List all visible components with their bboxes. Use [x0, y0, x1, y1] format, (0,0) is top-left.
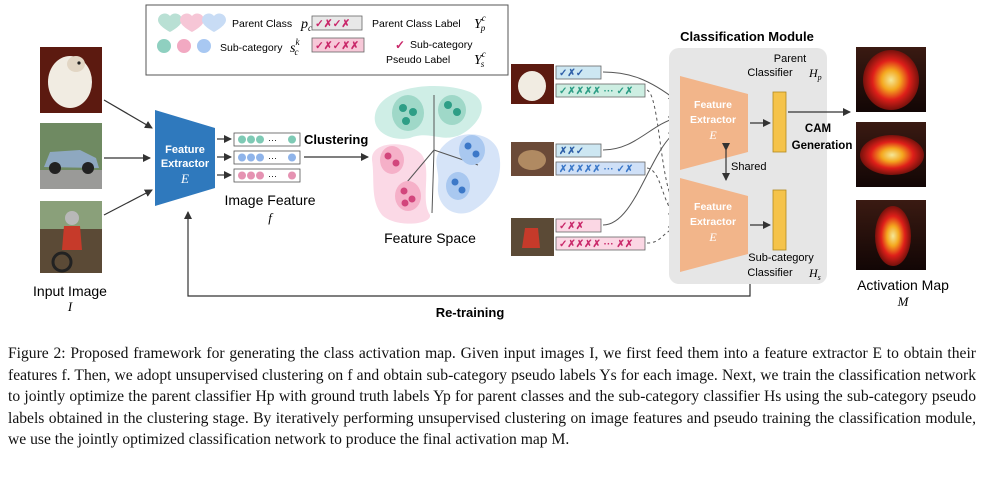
- svg-text:✗✗✗✗✗ ··· ✓✗: ✗✗✗✗✗ ··· ✓✗: [559, 164, 633, 175]
- feature-extractor-top: Feature Extractor E: [680, 76, 748, 170]
- legend-sub-vector: ✓✗✓✗✗: [311, 37, 365, 53]
- svg-text:···: ···: [268, 171, 277, 181]
- parent-classifier-sym: Hp: [808, 66, 822, 82]
- shared-indicator: Shared: [722, 143, 766, 181]
- legend-parent-vector: ✓✗✓✗: [311, 15, 363, 31]
- activation-map-moto: [856, 200, 926, 270]
- legend-parent-class: Parent Class: [232, 18, 292, 30]
- arrow-moto-to-extractor: [103, 189, 153, 216]
- input-image-label: Input Image: [33, 283, 107, 299]
- svg-text:···: ···: [268, 153, 277, 163]
- legend-parent-class-sym: pc: [300, 17, 312, 33]
- activation-map-dog: [856, 47, 926, 112]
- retraining-label: Re-training: [436, 305, 505, 320]
- image-feature-label: Image Feature: [224, 192, 315, 208]
- parent-classifier: [772, 91, 787, 153]
- legend-parent-label: Parent Class Label: [372, 18, 461, 30]
- retraining-loop-arrow: [184, 211, 751, 297]
- activation-map-car: [856, 122, 926, 187]
- figure-caption: Figure 2: Proposed framework for generat…: [8, 345, 976, 448]
- cam-label-2: Generation: [792, 140, 853, 152]
- feature-space: [371, 85, 501, 224]
- image-feature-sym: f: [268, 210, 274, 225]
- parent-class-swatches: [158, 13, 226, 32]
- svg-text:Extractor: Extractor: [690, 114, 736, 126]
- sub-classifier-sym: Hs: [808, 266, 821, 282]
- input-image-motocross: [40, 201, 102, 273]
- activation-map-label: Activation Map: [857, 277, 949, 293]
- input-image-car: [40, 123, 102, 189]
- svg-text:Shared: Shared: [731, 161, 766, 173]
- parent-classifier-label-2: Classifier: [747, 67, 793, 79]
- svg-text:✓✗✗✗✗ ··· ✗✗: ✓✗✗✗✗ ··· ✗✗: [559, 239, 633, 250]
- svg-text:✓✗✗: ✓✗✗: [559, 221, 584, 232]
- clustering-label: Clustering: [304, 132, 368, 147]
- sub-category-classifier: [772, 189, 787, 251]
- svg-text:✓✗✓: ✓✗✓: [559, 68, 584, 79]
- sub-category-swatches: [157, 39, 211, 53]
- svg-text:E: E: [180, 171, 189, 186]
- feature-vector-1: ···: [233, 132, 301, 147]
- svg-text:Feature: Feature: [165, 144, 205, 156]
- legend-pseudo-label-1: Sub-category: [410, 39, 473, 51]
- legend-check: ✓: [395, 38, 405, 52]
- legend-pseudo-label-2: Pseudo Label: [386, 54, 450, 66]
- labelled-image-dog: [511, 64, 554, 104]
- svg-text:Feature: Feature: [694, 201, 732, 213]
- svg-text:✓✗✓✗: ✓✗✓✗: [315, 18, 350, 30]
- input-image-sym: I: [67, 299, 73, 314]
- input-image-dog: [40, 47, 102, 113]
- sub-classifier-label-1: Sub-category: [748, 252, 814, 264]
- svg-text:✓✗✓✗✗: ✓✗✓✗✗: [315, 40, 359, 52]
- feature-vectors: ··· ··· ···: [217, 132, 301, 183]
- cam-label-1: CAM: [805, 123, 831, 135]
- activation-map-sym: M: [897, 294, 910, 309]
- label-to-classifier-links: [602, 71, 677, 244]
- sub-classifier-label-2: Classifier: [747, 267, 793, 279]
- feature-extractor-main: Feature Extractor E: [155, 110, 215, 206]
- svg-text:✗✗✓: ✗✗✓: [559, 146, 584, 157]
- labelled-image-moto: [511, 218, 554, 256]
- feature-vector-3: ···: [233, 168, 301, 183]
- label-row-1: ✓✗✓ ✓✗✗✗✗ ··· ✓✗: [555, 65, 646, 98]
- feature-extractor-bottom: Feature Extractor E: [680, 178, 748, 272]
- classification-module-title: Classification Module: [680, 29, 814, 44]
- svg-text:Extractor: Extractor: [161, 158, 210, 170]
- feature-space-label: Feature Space: [384, 230, 476, 246]
- parent-classifier-label-1: Parent: [774, 53, 806, 65]
- legend-sub-category: Sub-category: [220, 42, 283, 54]
- label-row-2: ✗✗✓ ✗✗✗✗✗ ··· ✓✗: [555, 143, 646, 176]
- svg-text:✓✗✗✗✗ ··· ✓✗: ✓✗✗✗✗ ··· ✓✗: [559, 86, 633, 97]
- svg-text:Extractor: Extractor: [690, 216, 736, 228]
- svg-text:···: ···: [268, 135, 277, 145]
- labelled-image-cat: [511, 142, 554, 176]
- svg-text:E: E: [708, 230, 717, 244]
- feature-vector-2: ···: [233, 150, 301, 165]
- svg-text:E: E: [708, 128, 717, 142]
- svg-text:Feature: Feature: [694, 99, 732, 111]
- arrow-dog-to-extractor: [103, 99, 153, 129]
- label-row-3: ✓✗✗ ✓✗✗✗✗ ··· ✗✗: [555, 218, 646, 251]
